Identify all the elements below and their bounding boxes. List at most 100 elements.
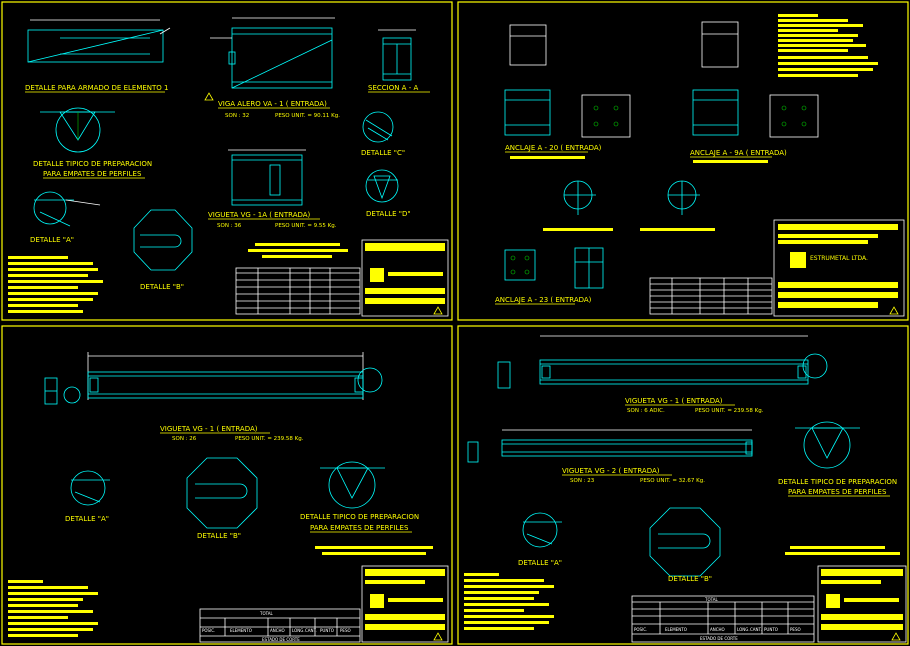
- tl-prep-title-2: PARA EMPATES DE PERFILES: [43, 170, 142, 178]
- br-vig2-son: SON : 23: [570, 478, 595, 484]
- tr-anclaje-23-elev: [504, 247, 604, 289]
- tl-element1-detail: [27, 19, 171, 63]
- tl-section-title: SECCION A - A: [368, 84, 418, 92]
- br-col-punto: PUNTO: [764, 627, 778, 632]
- br-vig2-title: VIGUETA VG - 2 ( ENTRADA): [562, 467, 660, 475]
- bl-col-posic: POSIC.: [202, 628, 215, 633]
- br-col-ancho: ANCHO: [710, 627, 725, 632]
- tr-anclaje-9a-elev: [692, 21, 819, 138]
- sheet-frame-bottom-left: [1, 325, 453, 645]
- bl-detail-a: [70, 470, 110, 506]
- bl-prep-title-2: PARA EMPATES DE PERFILES: [310, 524, 409, 532]
- bl-cut-table: [199, 608, 361, 643]
- br-prep-title-1: DETALLE TIPICO DE PREPARACION: [778, 478, 897, 486]
- tl-beam-va1: [210, 17, 335, 89]
- bl-yellow-bars: [315, 546, 433, 555]
- tr-company-logo: [790, 252, 806, 268]
- br-table-header: POSIC. ELEMENTO ANCHO LONG. CANT. PUNTO …: [634, 627, 801, 632]
- br-vigueta-vg2: [467, 429, 753, 463]
- bl-vig-title: VIGUETA VG - 1 ( ENTRADA): [160, 425, 258, 433]
- tr-title-block: [773, 219, 905, 317]
- bl-det-b: DETALLE "B": [197, 532, 241, 540]
- br-col-cant: CANT.: [750, 627, 762, 632]
- tr-anclaje-9a: ANCLAJE A - 9A ( ENTRADA): [690, 149, 787, 157]
- br-detail-a: [522, 512, 562, 548]
- bl-table-header: POSIC. ELEMENTO ANCHO LONG. CANT. PUNTO …: [202, 628, 351, 633]
- bl-det-a: DETALLE "A": [65, 515, 109, 523]
- tr-anclaje-23: ANCLAJE A - 23 ( ENTRADA): [495, 296, 592, 304]
- sheet-frame-top-right: [457, 1, 909, 321]
- br-col-peso: PESO: [790, 627, 801, 632]
- tl-detail-b: [133, 209, 193, 271]
- tl-vig-son: SON : 36: [217, 223, 242, 229]
- bl-col-cant: CANT.: [305, 628, 317, 633]
- tl-detail-c: [362, 111, 394, 143]
- tr-circle-details: [563, 180, 700, 215]
- tl-detail-d: [365, 169, 399, 203]
- bl-detail-b: [186, 457, 258, 529]
- tl-det-a: DETALLE "A": [30, 236, 74, 244]
- br-col-long: LONG.: [737, 627, 750, 632]
- br-col-posic: POSIC.: [634, 627, 647, 632]
- bl-vigueta-vg1: [44, 352, 383, 405]
- tl-warning-icon: [204, 92, 214, 101]
- tl-elem1-title: DETALLE PARA ARMADO DE ELEMENTO 1: [25, 84, 169, 92]
- tl-det-b: DETALLE "B": [140, 283, 184, 291]
- br-vig1-title: VIGUETA VG - 1 ( ENTRADA): [625, 397, 723, 405]
- br-det-a: DETALLE "A": [518, 559, 562, 567]
- sheet-frame-top-left: [1, 1, 453, 321]
- br-col-elemento: ELEMENTO: [665, 627, 687, 632]
- tr-notes: [778, 14, 878, 77]
- tr-company-name: ESTRUMETAL LTDA.: [810, 255, 868, 262]
- tl-beam-son: SON : 32: [225, 113, 249, 119]
- tl-yellow-bars: [248, 243, 348, 258]
- tl-title-block: [361, 239, 449, 317]
- tl-notes-block: [8, 256, 103, 313]
- br-yellow-bars: [785, 546, 900, 555]
- tl-vig-peso: PESO UNIT. = 9.55 Kg.: [275, 223, 337, 229]
- br-notes-block: [464, 573, 554, 630]
- tr-cut-table: [649, 277, 773, 315]
- br-prep-detail: [795, 421, 860, 469]
- tl-vigueta-1a: [228, 149, 306, 206]
- tr-anclaje-20-elev: [504, 24, 631, 138]
- tl-detail-a: [33, 191, 101, 227]
- bl-title-block: [361, 565, 449, 643]
- tl-vig-title: VIGUETA VG - 1A ( ENTRADA): [208, 211, 311, 219]
- br-detail-b: [649, 507, 721, 577]
- bl-table-total: TOTAL: [259, 611, 273, 616]
- bl-col-peso: PESO: [340, 628, 351, 633]
- bl-notes-block: [8, 580, 98, 637]
- tr-bar-2: [640, 228, 715, 231]
- br-vig1-peso: PESO UNIT. = 239.58 Kg.: [695, 408, 764, 414]
- bl-prep-title-1: DETALLE TIPICO DE PREPARACION: [300, 513, 419, 521]
- bl-col-punto: PUNTO: [320, 628, 334, 633]
- br-prep-title-2: PARA EMPATES DE PERFILES: [788, 488, 887, 496]
- br-vigueta-vg1: [497, 335, 828, 389]
- bl-vig-peso: PESO UNIT. = 239.58 Kg.: [235, 436, 304, 442]
- br-det-b: DETALLE "B": [668, 575, 712, 583]
- bl-col-ancho: ANCHO: [270, 628, 285, 633]
- br-table-footer: ESTADO DE CORTE: [700, 636, 738, 641]
- br-title-block: [817, 565, 907, 643]
- tr-anclaje-20: ANCLAJE A - 20 ( ENTRADA): [505, 144, 602, 152]
- bl-vig-son: SON : 26: [172, 436, 197, 442]
- tl-prep-title-1: DETALLE TIPICO DE PREPARACION: [33, 160, 152, 168]
- tl-det-d: DETALLE "D": [366, 210, 411, 218]
- br-vig2-peso: PESO UNIT. = 32.67 Kg.: [640, 478, 705, 484]
- tl-beam-peso: PESO UNIT. = 90.11 Kg.: [275, 113, 340, 119]
- bl-col-elemento: ELEMENTO: [230, 628, 252, 633]
- tl-det-c: DETALLE "C": [361, 149, 405, 157]
- tl-section-aa: [378, 29, 416, 81]
- tl-beam-title: VIGA ALERO VA - 1 ( ENTRADA): [218, 100, 327, 108]
- br-table-total: TOTAL: [704, 597, 718, 602]
- tl-cut-table: [235, 267, 361, 315]
- bl-table-footer: ESTADO DE CORTE: [262, 637, 300, 642]
- tl-prep-detail-1: [40, 107, 115, 153]
- tr-bar-1: [543, 228, 613, 231]
- br-vig1-son: SON : 6 ADIC.: [627, 408, 665, 414]
- br-cut-table: [631, 595, 815, 643]
- sheet-frame-bottom-right: [457, 325, 909, 645]
- bl-col-long: LONG.: [292, 628, 305, 633]
